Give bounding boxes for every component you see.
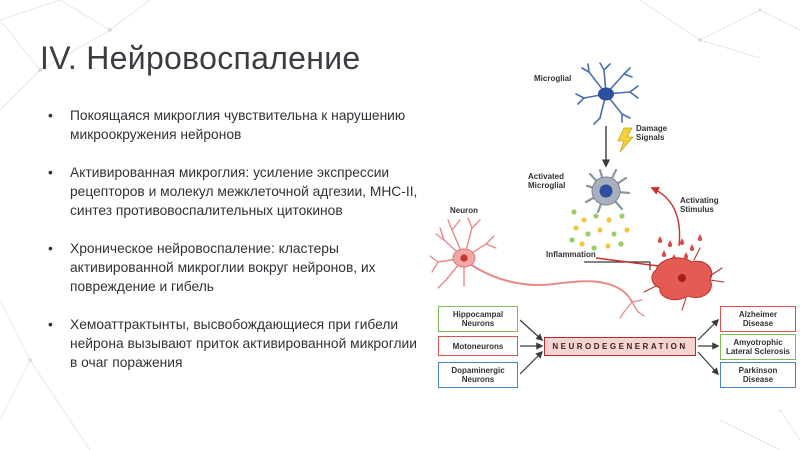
bullet-item: Активированная микроглия: усиление экспр… <box>48 163 420 220</box>
axon-terminal-icon <box>619 299 645 319</box>
neuroinflammation-diagram: Microglial Damage Signals Activated Micr… <box>424 58 800 410</box>
resting-microglia-icon <box>575 62 639 125</box>
box-line: Alzheimer <box>738 310 778 319</box>
box-line: Disease <box>742 319 774 328</box>
bullet-list: Покоящаяся микроглия чувствительна к нар… <box>48 106 420 391</box>
neuron-axon <box>469 263 633 303</box>
label-damage-signals: Damage Signals <box>636 124 667 142</box>
box-line: Hippocampal <box>452 310 504 319</box>
activated-microglia-icon <box>584 168 631 214</box>
label-neuron: Neuron <box>450 206 478 215</box>
label-activated-line2: Microglial <box>528 181 566 190</box>
box-line: Parkinson <box>738 366 778 375</box>
box-motoneurons: Motoneurons <box>438 336 518 356</box>
inflammation-particles <box>569 209 630 251</box>
box-line: Neurons <box>461 319 495 328</box>
bullet-item: Хемоаттрактынты, высвобождающиеся при ги… <box>48 315 420 372</box>
microglia-nucleus <box>598 87 614 101</box>
box-line: Amyotrophic <box>733 338 783 347</box>
label-microglial: Microglial <box>534 74 572 83</box>
bullet-item: Покоящаяся микроглия чувствительна к нар… <box>48 106 420 144</box>
label-activating-stimulus: Activating Stimulus <box>680 196 719 214</box>
label-activated-microglial: Activated Microglial <box>528 172 565 190</box>
label-damage-signals-line1: Damage <box>636 124 668 133</box>
box-line: Disease <box>742 375 774 384</box>
diagram-drawing <box>429 62 725 376</box>
box-line: Lateral Sclerosis <box>725 347 791 356</box>
label-inflammation: Inflammation <box>546 250 596 259</box>
label-activating-line2: Stimulus <box>680 205 714 214</box>
label-damage-signals-line2: Signals <box>636 133 665 142</box>
damaged-neuron-icon <box>643 247 725 311</box>
label-activating-line1: Activating <box>680 196 719 205</box>
bullet-item: Хроническое нейровоспаление: кластеры ак… <box>48 239 420 296</box>
box-line: Neurons <box>461 375 495 384</box>
lightning-bolt-icon <box>617 127 634 153</box>
box-line: Dopaminergic <box>451 366 505 375</box>
box-line: Motoneurons <box>452 341 504 351</box>
neurodegeneration-box: NEURODEGENERATION <box>544 337 696 356</box>
slide-title: IV. Нейровоспаление <box>40 40 361 76</box>
label-activated-line1: Activated <box>528 172 565 181</box>
